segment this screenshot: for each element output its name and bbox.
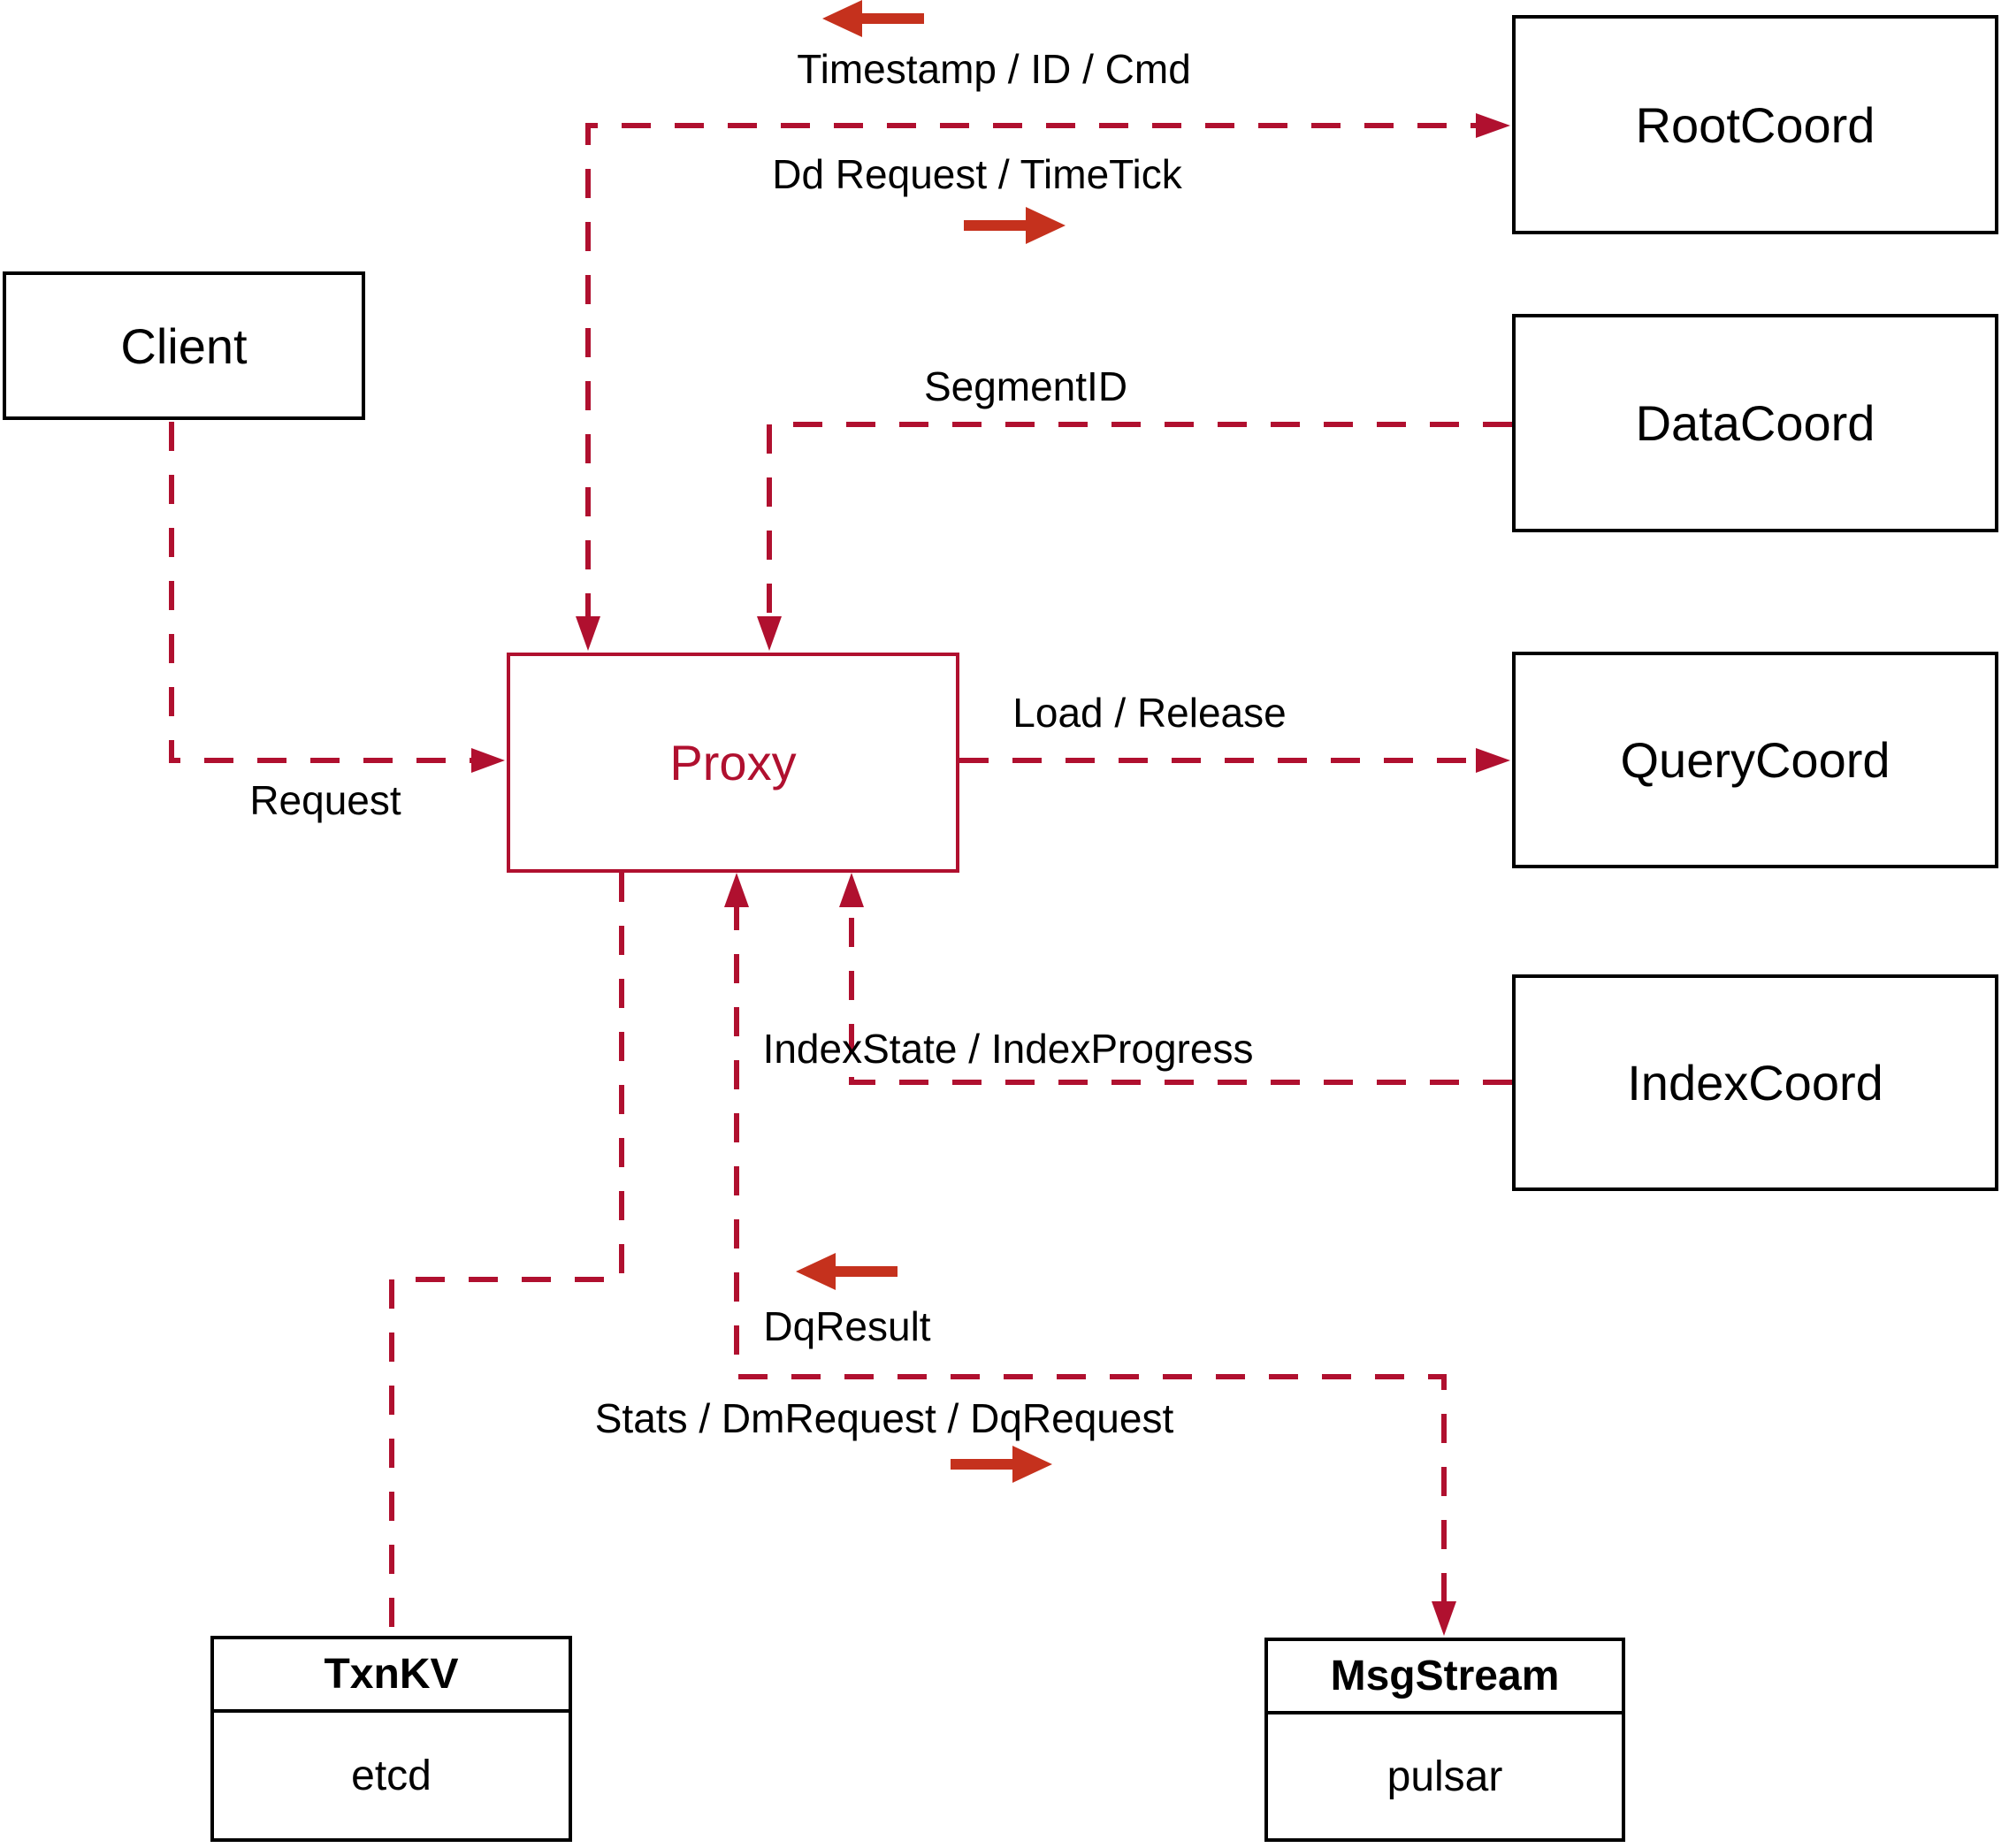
edge-indexcoord-proxy bbox=[849, 901, 1512, 1085]
arrowhead-into-proxy-top-left bbox=[576, 616, 600, 651]
txnkv-body: etcd bbox=[214, 1713, 569, 1838]
edge-label-timestamp-id-cmd: Timestamp / ID / Cmd bbox=[797, 46, 1191, 92]
arrowhead-into-proxy-left bbox=[471, 748, 505, 773]
arrowhead-into-msgstream bbox=[1432, 1601, 1456, 1636]
msgstream-body: pulsar bbox=[1268, 1714, 1622, 1838]
edge-label-dd-request-timetick: Dd Request / TimeTick bbox=[772, 151, 1182, 197]
arrowhead-into-querycoord bbox=[1476, 748, 1510, 773]
edge-label-segment-id: SegmentID bbox=[923, 363, 1128, 409]
flow-arrow-dqresult-left-icon bbox=[796, 1253, 898, 1290]
node-proxy: Proxy bbox=[507, 653, 959, 873]
edge-label-stats-dm-dq: Stats / DmRequest / DqRequest bbox=[594, 1395, 1174, 1441]
edge-label-request: Request bbox=[249, 777, 401, 823]
edge-label-load-release: Load / Release bbox=[1012, 690, 1287, 736]
flow-arrow-timestamp-left-icon bbox=[822, 0, 924, 37]
node-datacoord: DataCoord bbox=[1512, 314, 1998, 532]
node-client: Client bbox=[3, 271, 365, 420]
node-proxy-label: Proxy bbox=[669, 735, 797, 790]
edge-proxy-msgstream bbox=[734, 901, 1447, 1606]
arrowhead-into-proxy-bottom-left bbox=[724, 873, 749, 907]
arrowhead-into-proxy-bottom-right bbox=[839, 873, 864, 907]
edge-label-dq-result: DqResult bbox=[763, 1303, 931, 1349]
edge-proxy-txnkv bbox=[389, 873, 624, 1632]
node-rootcoord: RootCoord bbox=[1512, 15, 1998, 234]
node-querycoord-label: QueryCoord bbox=[1620, 732, 1891, 788]
msgstream-header: MsgStream bbox=[1268, 1641, 1622, 1714]
arrowhead-into-proxy-top-right bbox=[757, 616, 782, 651]
flow-arrow-ddrequest-right-icon bbox=[964, 207, 1066, 244]
node-txnkv: TxnKV etcd bbox=[210, 1636, 572, 1842]
node-msgstream: MsgStream pulsar bbox=[1264, 1638, 1625, 1842]
node-querycoord: QueryCoord bbox=[1512, 652, 1998, 868]
edge-datacoord-proxy bbox=[767, 422, 1512, 622]
node-datacoord-label: DataCoord bbox=[1635, 395, 1875, 451]
msgstream-title: MsgStream bbox=[1330, 1653, 1560, 1699]
edge-label-index-state-progress: IndexState / IndexProgress bbox=[762, 1026, 1254, 1072]
msgstream-subtitle: pulsar bbox=[1386, 1753, 1503, 1800]
txnkv-subtitle: etcd bbox=[351, 1752, 432, 1799]
node-rootcoord-label: RootCoord bbox=[1635, 96, 1875, 153]
txnkv-header: TxnKV bbox=[214, 1639, 569, 1713]
flow-arrow-stats-right-icon bbox=[951, 1446, 1052, 1483]
node-client-label: Client bbox=[120, 317, 248, 374]
edge-client-proxy bbox=[169, 422, 474, 763]
arrowhead-into-rootcoord bbox=[1476, 113, 1510, 138]
node-indexcoord: IndexCoord bbox=[1512, 974, 1998, 1191]
edge-proxy-rootcoord bbox=[585, 123, 1478, 622]
txnkv-title: TxnKV bbox=[324, 1651, 459, 1698]
node-indexcoord-label: IndexCoord bbox=[1627, 1055, 1883, 1111]
